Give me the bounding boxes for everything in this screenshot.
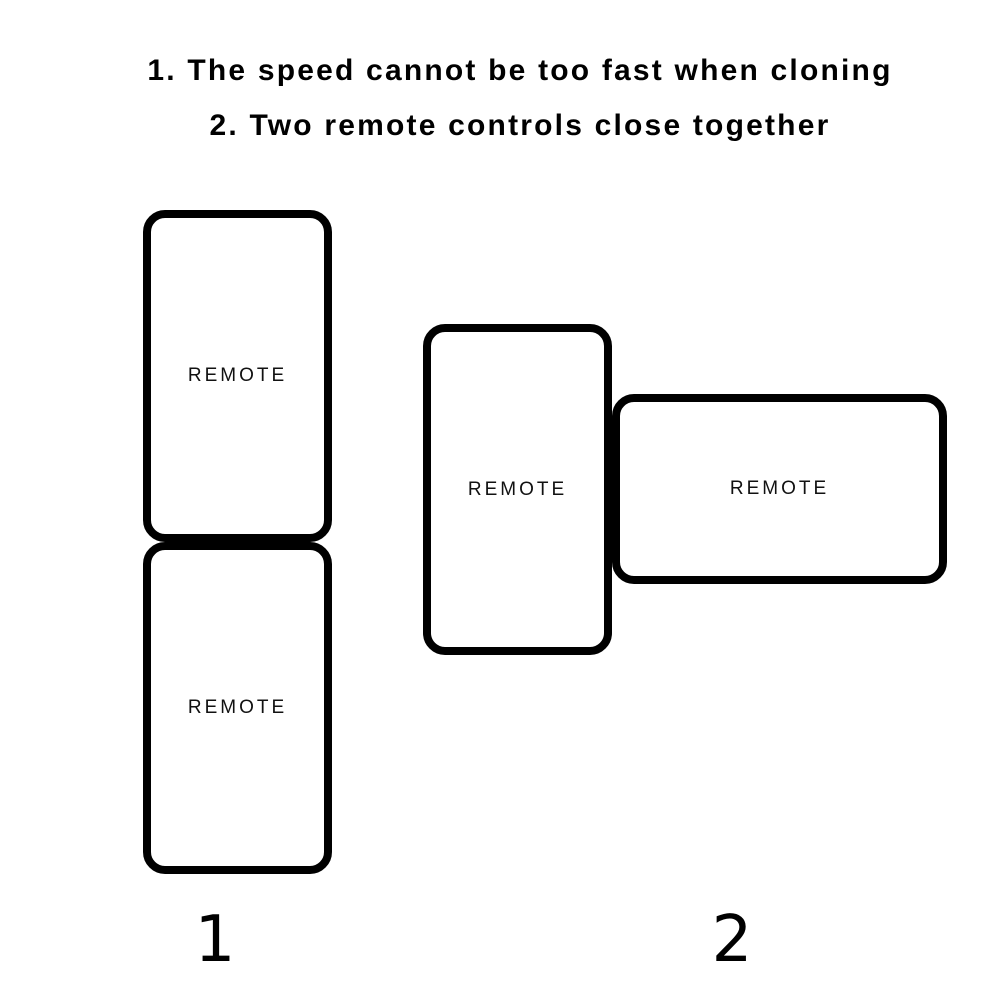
figure1-remote-bottom-outline: REMOTE xyxy=(143,542,332,874)
instructions-heading: 1. The speed cannot be too fast when clo… xyxy=(40,53,1000,144)
instruction-line-2: 2. Two remote controls close together xyxy=(209,109,831,142)
remote-label: REMOTE xyxy=(729,478,830,499)
figure-1-number: 1 xyxy=(194,903,236,977)
remote-label: REMOTE xyxy=(187,697,288,718)
remote-label: REMOTE xyxy=(467,478,568,500)
figure1-remote-top-outline: REMOTE xyxy=(143,210,332,542)
figure-2-number: 2 xyxy=(711,903,753,977)
instruction-line-1: 1. The speed cannot be too fast when clo… xyxy=(147,54,893,87)
remote-label: REMOTE xyxy=(187,365,288,386)
figure2-remote-vertical-outline: REMOTE xyxy=(423,324,612,655)
figure2-remote-horizontal-outline: REMOTE xyxy=(612,394,947,584)
